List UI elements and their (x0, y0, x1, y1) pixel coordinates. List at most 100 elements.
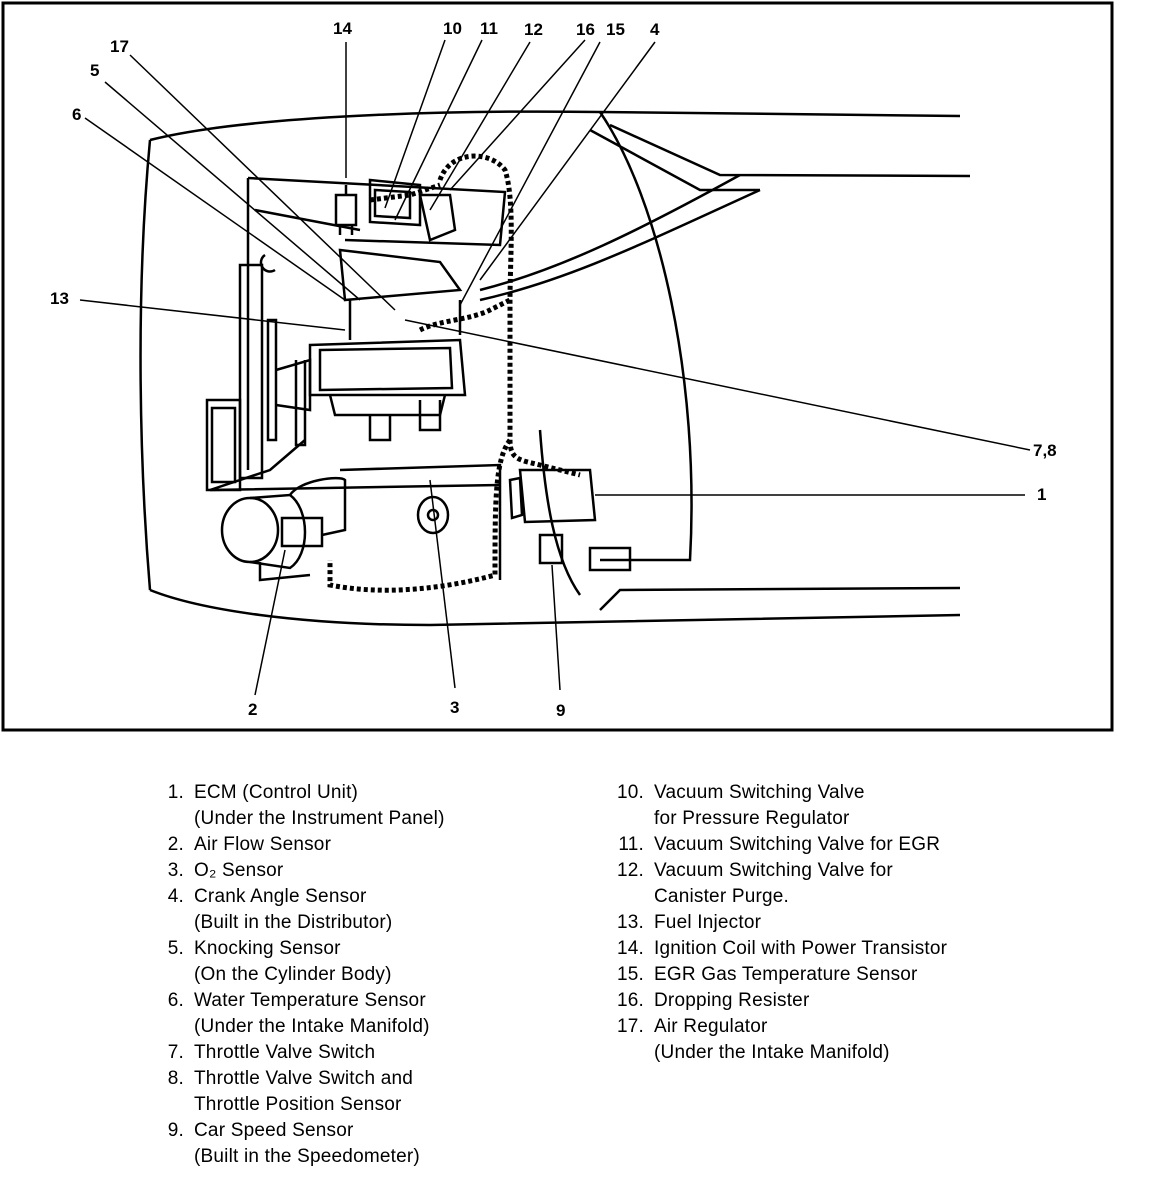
legend-item-number: 8. (167, 1068, 184, 1089)
legend-column-left: 1. ECM (Control Unit)(Under the Instrumen… (140, 780, 560, 1170)
legend-item-number: 16. (616, 990, 644, 1011)
legend-item-text: Air Flow Sensor (194, 832, 331, 858)
legend-item: 2. Air Flow Sensor (140, 832, 560, 858)
car-body-outline (139, 110, 971, 627)
legend-item: 6. Water Temperature Sensor (Under the Int… (140, 988, 560, 1040)
legend-item-number: 11. (618, 834, 644, 855)
legend-item-text: Vacuum Switching Valve for EGR (654, 832, 940, 858)
legend-item-number: 2. (167, 834, 184, 855)
callout-14: 14 (333, 19, 352, 38)
callout-15: 15 (606, 20, 625, 39)
legend-item-number: 5. (167, 938, 184, 959)
legend-item-number: 7. (167, 1042, 184, 1063)
legend-item-number: 10. (616, 782, 644, 803)
legend-item-text: Water Temperature Sensor (Under the Intak… (194, 988, 430, 1040)
engine-drawing: 14 10 11 12 16 15 4 17 5 6 13 7,8 1 2 3 … (1, 1, 1114, 732)
legend-item-text: O₂ Sensor (194, 858, 283, 884)
callout-17: 17 (110, 37, 129, 56)
legend-item-line: Crank Angle Sensor (194, 886, 367, 907)
legend-item-line: Vacuum Switching Valve (654, 782, 865, 803)
callout-7-8: 7,8 (1033, 441, 1057, 460)
legend-item-number: 1. (167, 782, 184, 803)
legend-item-line: Throttle Valve Switch and (194, 1068, 414, 1089)
legend-item-number: 17. (616, 1016, 644, 1037)
legend-item-text: Car Speed Sensor (Built in the Speedomete… (194, 1118, 420, 1170)
legend-item-line: (On the Cylinder Body) (194, 964, 392, 985)
callout-4: 4 (650, 20, 660, 39)
legend-item-line: Air Flow Sensor (194, 834, 332, 855)
legend-item-text: Throttle Valve Switch (194, 1040, 375, 1066)
engine-compartment (205, 176, 507, 580)
legend-item-line: (Built in the Speedometer) (194, 1146, 420, 1167)
legend-item: 3. O₂ Sensor (140, 858, 560, 884)
legend-item: 17. Air Regulator (Under the Intake Manifo… (598, 1014, 1118, 1066)
legend-item-line: EGR Gas Temperature Sensor (654, 964, 918, 985)
legend-item-text: Ignition Coil with Power Transistor (654, 936, 947, 962)
legend-item-text: Dropping Resister (654, 988, 809, 1014)
legend-item: 11. Vacuum Switching Valve for EGR (598, 832, 1118, 858)
legend-item-line: Ignition Coil with Power Transistor (654, 938, 948, 959)
ecm-unit (508, 468, 632, 572)
legend-item-line: Canister Purge. (654, 886, 790, 907)
legend-item: 15. EGR Gas Temperature Sensor (598, 962, 1118, 988)
legend-item-number: 14. (616, 938, 644, 959)
legend-item-number: 6. (167, 990, 184, 1011)
legend-item: 14. Ignition Coil with Power Transistor (598, 936, 1118, 962)
legend-item-line: Throttle Valve Switch (194, 1042, 376, 1063)
callout-11: 11 (480, 19, 498, 38)
parts-legend: 1. ECM (Control Unit)(Under the Instrumen… (0, 780, 1152, 1200)
legend-item-line: Vacuum Switching Valve for (654, 860, 893, 881)
legend-item-text: Vacuum Switching Valve for Pressure Regul… (654, 780, 865, 832)
legend-item-line: Air Regulator (654, 1016, 768, 1037)
legend-item-text: EGR Gas Temperature Sensor (654, 962, 918, 988)
legend-item: 13. Fuel Injector (598, 910, 1118, 936)
legend-item-line: O₂ Sensor (194, 860, 284, 881)
legend-item-text: ECM (Control Unit)(Under the Instrument … (194, 780, 445, 832)
legend-item-number: 3. (167, 860, 184, 881)
legend-item: 4. Crank Angle Sensor(Built in the Distri… (140, 884, 560, 936)
legend-item-line: Car Speed Sensor (194, 1120, 354, 1141)
diagram-border (1, 1, 1114, 732)
legend-item-line: ECM (Control Unit) (194, 782, 359, 803)
legend-column-right: 10. Vacuum Switching Valve for Pressure Re… (598, 780, 1118, 1066)
legend-item-line: (Under the Intake Manifold) (194, 1016, 430, 1037)
callout-9: 9 (556, 701, 565, 720)
legend-item-number: 12. (616, 860, 644, 881)
legend-item-number: 4. (167, 886, 184, 907)
legend-item-line: for Pressure Regulator (654, 808, 850, 829)
leader-lines (79, 39, 1031, 696)
callout-3: 3 (450, 698, 459, 717)
air-flow-sensor (220, 476, 450, 582)
legend-item-text: Knocking Sensor (On the Cylinder Body) (194, 936, 392, 988)
legend-item-text: Air Regulator (Under the Intake Manifold) (654, 1014, 890, 1066)
wiring-harness (327, 153, 581, 593)
legend-item-line: Vacuum Switching Valve for EGR (654, 834, 941, 855)
legend-item: 5. Knocking Sensor (On the Cylinder Body) (140, 936, 560, 988)
legend-item: 16. Dropping Resister (598, 988, 1118, 1014)
callout-2: 2 (248, 700, 257, 719)
legend-item-line: Throttle Position Sensor (194, 1094, 402, 1115)
ignition-coil (334, 185, 358, 235)
legend-item-line: Knocking Sensor (194, 938, 341, 959)
callout-10: 10 (443, 19, 462, 38)
callout-13: 13 (50, 289, 69, 308)
legend-item-line: (Under the Intake Manifold) (654, 1042, 890, 1063)
legend-item-line: Dropping Resister (654, 990, 810, 1011)
legend-item: 10. Vacuum Switching Valve for Pressure Re… (598, 780, 1118, 832)
legend-item: 9.Car Speed Sensor(Built in the Speedome… (140, 1118, 560, 1170)
legend-item-number: 13. (616, 912, 644, 933)
legend-item: 1. ECM (Control Unit)(Under the Instrumen… (140, 780, 560, 832)
callout-1: 1 (1037, 485, 1046, 504)
legend-item-line: Water Temperature Sensor (194, 990, 426, 1011)
legend-item: 7. Throttle Valve Switch (140, 1040, 560, 1066)
legend-item-number: 15. (616, 964, 644, 985)
callout-12: 12 (524, 20, 543, 39)
legend-item-text: Fuel Injector (654, 910, 761, 936)
callout-5: 5 (90, 61, 99, 80)
legend-item-line: Fuel Injector (654, 912, 762, 933)
legend-item-text: Crank Angle Sensor(Built in the Distribu… (194, 884, 392, 936)
